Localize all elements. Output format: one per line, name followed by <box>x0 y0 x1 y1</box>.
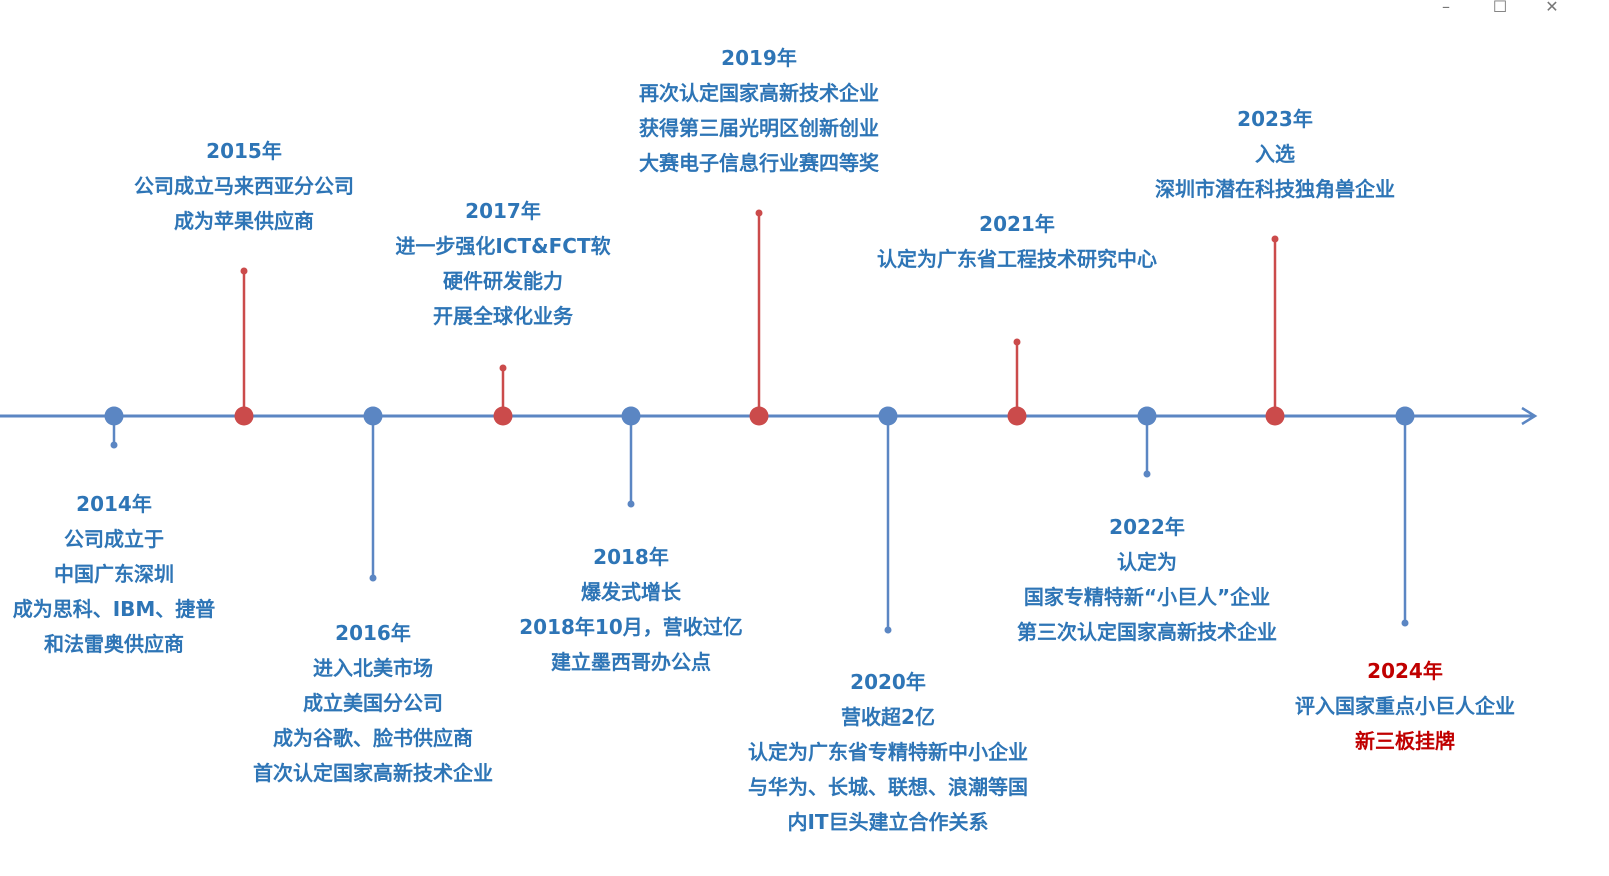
milestone-dot-2020 <box>878 406 898 426</box>
event-description-line: 获得第三届光明区创新创业 <box>639 116 879 140</box>
event-year: 2016年 <box>335 621 411 645</box>
event-description-line: 大赛电子信息行业赛四等奖 <box>639 151 879 175</box>
event-description-line: 公司成立于 <box>64 527 164 551</box>
event-description-line: 建立墨西哥办公点 <box>551 650 711 674</box>
event-description-line: 再次认定国家高新技术企业 <box>639 81 879 105</box>
event-description-line: 成为思科、IBM、捷普 <box>12 597 216 621</box>
event-description-line: 评入国家重点小巨人企业 <box>1295 694 1515 718</box>
event-description-line: 第三次认定国家高新技术企业 <box>1017 620 1277 644</box>
milestone-dot-2017 <box>493 406 513 426</box>
event-year: 2021年 <box>979 212 1055 236</box>
event-description-line: 与华为、长城、联想、浪潮等国 <box>748 775 1028 799</box>
event-2024: 2024年评入国家重点小巨人企业新三板挂牌 <box>1295 654 1515 759</box>
milestone-dot-2021 <box>1007 406 1027 426</box>
event-description-line: 营收超2亿 <box>841 705 935 729</box>
event-2021: 2021年认定为广东省工程技术研究中心 <box>877 207 1157 277</box>
event-2020: 2020年营收超2亿认定为广东省专精特新中小企业与华为、长城、联想、浪潮等国内I… <box>748 665 1028 840</box>
stem-end-dot-2015 <box>240 267 248 275</box>
event-description-line: 爆发式增长 <box>581 580 681 604</box>
stem-end-dot-2021 <box>1013 338 1021 346</box>
event-description-line: 2018年10月，营收过亿 <box>519 615 743 639</box>
milestone-dot-2016 <box>363 406 383 426</box>
timeline-arrow-icon <box>1521 406 1538 426</box>
event-description-line: 认定为广东省工程技术研究中心 <box>877 247 1157 271</box>
stem-end-dot-2023 <box>1271 235 1279 243</box>
stem-end-dot-2024 <box>1401 619 1409 627</box>
event-description-line: 成立美国分公司 <box>303 691 443 715</box>
stem-end-dot-2020 <box>884 626 892 634</box>
milestone-dot-2019 <box>749 406 769 426</box>
stem-end-dot-2019 <box>755 209 763 217</box>
event-description-line: 成为谷歌、脸书供应商 <box>273 726 473 750</box>
milestone-dot-2018 <box>621 406 641 426</box>
event-description-line: 新三板挂牌 <box>1355 729 1455 753</box>
stem-end-dot-2014 <box>110 441 118 449</box>
event-year: 2015年 <box>206 139 282 163</box>
event-2022: 2022年认定为国家专精特新“小巨人”企业第三次认定国家高新技术企业 <box>1017 510 1277 650</box>
event-2015: 2015年公司成立马来西亚分公司成为苹果供应商 <box>134 134 354 239</box>
event-description-line: 开展全球化业务 <box>433 304 573 328</box>
event-description-line: 进一步强化ICT&FCT软 <box>395 234 611 258</box>
event-year: 2017年 <box>465 199 541 223</box>
event-year: 2019年 <box>721 46 797 70</box>
stem-end-dot-2016 <box>369 574 377 582</box>
event-description-line: 认定为 <box>1117 550 1177 574</box>
event-description-line: 认定为广东省专精特新中小企业 <box>748 740 1028 764</box>
event-description-line: 中国广东深圳 <box>54 562 174 586</box>
event-description-line: 公司成立马来西亚分公司 <box>134 174 354 198</box>
event-year: 2023年 <box>1237 107 1313 131</box>
event-description-line: 首次认定国家高新技术企业 <box>253 761 493 785</box>
event-year: 2024年 <box>1367 659 1443 683</box>
stem-end-dot-2017 <box>499 364 507 372</box>
milestone-dot-2024 <box>1395 406 1415 426</box>
event-description-line: 和法雷奥供应商 <box>44 632 184 656</box>
stem-end-dot-2022 <box>1143 470 1151 478</box>
event-2014: 2014年公司成立于中国广东深圳成为思科、IBM、捷普和法雷奥供应商 <box>13 487 216 662</box>
event-description-line: 深圳市潜在科技独角兽企业 <box>1155 177 1395 201</box>
milestone-dot-2014 <box>104 406 124 426</box>
event-description-line: 内IT巨头建立合作关系 <box>787 810 989 834</box>
stem-end-dot-2018 <box>627 500 635 508</box>
event-description-line: 国家专精特新“小巨人”企业 <box>1023 585 1271 609</box>
event-year: 2022年 <box>1109 515 1185 539</box>
event-2017: 2017年进一步强化ICT&FCT软硬件研发能力开展全球化业务 <box>395 194 610 334</box>
close-icon[interactable]: ✕ <box>1545 0 1559 16</box>
milestone-dot-2022 <box>1137 406 1157 426</box>
milestone-dot-2023 <box>1265 406 1285 426</box>
event-year: 2018年 <box>593 545 669 569</box>
event-2018: 2018年爆发式增长 2018年10月，营收过亿建立墨西哥办公点 <box>519 540 743 680</box>
milestone-dot-2015 <box>234 406 254 426</box>
event-year: 2020年 <box>850 670 926 694</box>
event-2023: 2023年入选深圳市潜在科技独角兽企业 <box>1155 102 1395 207</box>
event-description-line: 硬件研发能力 <box>443 269 563 293</box>
maximize-icon[interactable]: ☐ <box>1492 0 1508 16</box>
minimize-icon[interactable]: – <box>1442 0 1450 16</box>
event-year: 2014年 <box>76 492 152 516</box>
event-2016: 2016年进入北美市场成立美国分公司成为谷歌、脸书供应商首次认定国家高新技术企业 <box>253 616 493 791</box>
event-description-line: 进入北美市场 <box>313 656 433 680</box>
event-description-line: 成为苹果供应商 <box>174 209 314 233</box>
event-description-line: 入选 <box>1255 142 1295 166</box>
event-2019: 2019年再次认定国家高新技术企业获得第三届光明区创新创业大赛电子信息行业赛四等… <box>639 41 879 181</box>
